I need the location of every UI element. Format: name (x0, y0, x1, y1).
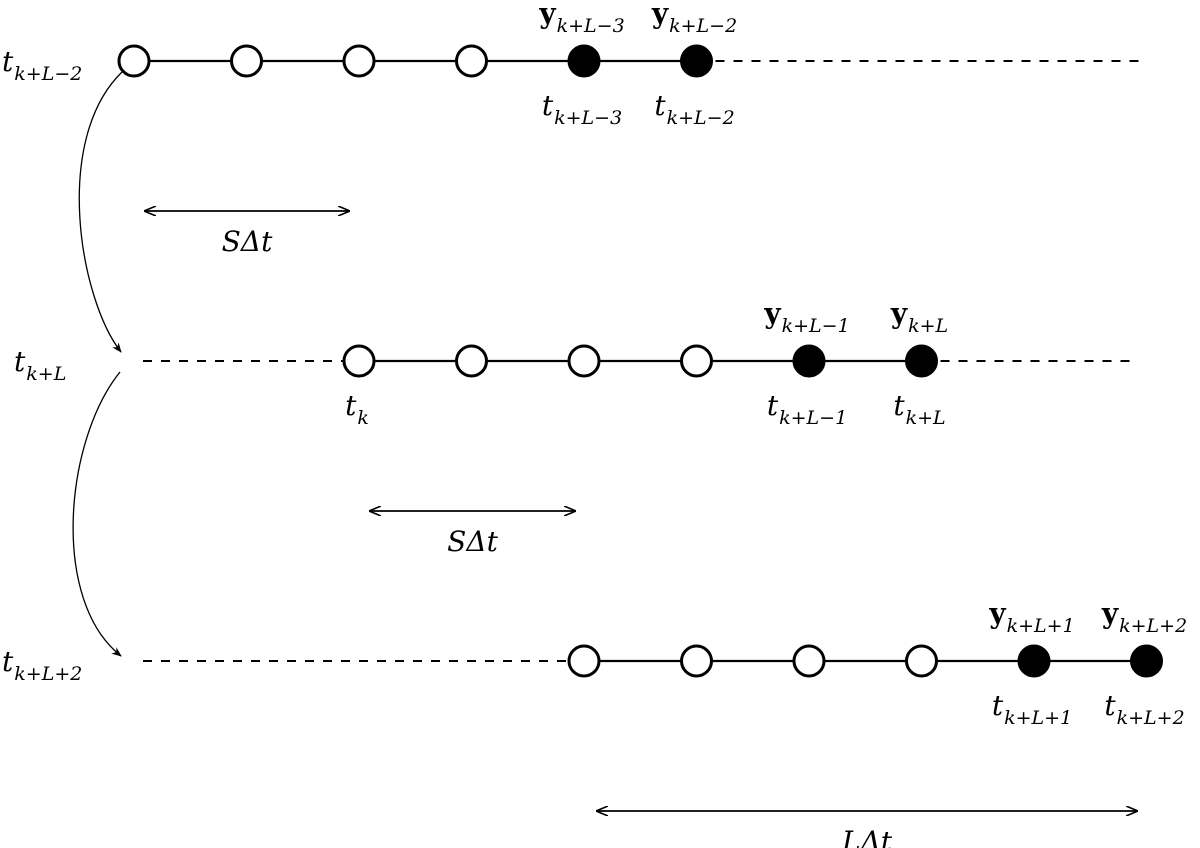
window-length-span: LΔt (597, 811, 1137, 848)
state-node (117, 44, 151, 78)
time-label-base: t (542, 89, 554, 122)
row-time-label-base: t (14, 345, 26, 378)
state-node (680, 344, 713, 378)
time-label-base: t (767, 389, 779, 422)
transition-arrow-1-to-2 (78, 71, 123, 353)
observation-label-base: y (538, 0, 556, 30)
time-label-subscript: k+L+2 (1117, 707, 1185, 729)
time-label: tk+L−2 (654, 89, 734, 129)
observation-label-subscript: k+L−1 (782, 315, 850, 337)
state-node (567, 644, 601, 678)
state-node (455, 344, 488, 378)
time-label: tk+L (893, 389, 945, 429)
observation-label-subscript: k+L−2 (669, 15, 737, 37)
row-time-label: tk+L (14, 345, 66, 385)
row-time-label-base: t (2, 45, 14, 78)
row-time-label-subscript: k+L (26, 363, 66, 385)
timeline-row-3 (143, 644, 1163, 678)
observation-label: yk+L+1 (988, 597, 1074, 637)
observed-state-node (680, 44, 713, 78)
span-label: LΔt (841, 825, 893, 848)
shift-span: SΔt (370, 511, 575, 558)
state-node (680, 644, 713, 678)
timeline-row-1 (117, 44, 1140, 78)
time-label: tk+L−3 (542, 89, 622, 129)
observed-state-node (1130, 644, 1163, 678)
observation-label-base: y (651, 0, 669, 30)
observed-state-node (567, 44, 601, 78)
observed-state-node (905, 344, 938, 378)
row-time-label-base: t (2, 645, 14, 678)
shift-span: SΔt (145, 211, 349, 258)
observation-label-base: y (890, 297, 908, 330)
observation-label: yk+L+2 (1101, 597, 1187, 637)
time-label-subscript: k+L−1 (779, 407, 847, 429)
time-label: tk+L+1 (992, 689, 1072, 729)
time-label-base: t (654, 89, 666, 122)
time-label: tk+L−1 (767, 389, 847, 429)
timeline-row-2 (143, 344, 1130, 378)
time-label-subscript: k+L−2 (667, 107, 735, 129)
time-label: tk+L+2 (1104, 689, 1184, 729)
state-node (792, 644, 826, 678)
observation-label: yk+L (890, 297, 948, 337)
state-node (455, 44, 488, 78)
row-time-label-subscript: k+L−2 (14, 63, 82, 85)
time-label-subscript: k+L+1 (1004, 707, 1072, 729)
span-label: SΔt (447, 525, 498, 558)
observation-label-subscript: k+L+2 (1119, 615, 1187, 637)
time-label-base: t (1104, 689, 1116, 722)
observation-label: yk+L−1 (763, 297, 849, 337)
observation-label-base: y (1101, 597, 1119, 630)
time-label-subscript: k+L (906, 407, 946, 429)
state-node (567, 344, 601, 378)
transition-arrow-2-to-3 (72, 371, 122, 657)
observation-label-subscript: k+L (908, 315, 948, 337)
time-label-base: t (992, 689, 1004, 722)
time-label-subscript: k (357, 407, 369, 429)
observed-state-node (1017, 644, 1051, 678)
observation-label-subscript: k+L+1 (1007, 615, 1075, 637)
state-node (905, 644, 938, 678)
observation-label: yk+L−3 (538, 0, 624, 37)
observation-label-subscript: k+L−3 (557, 15, 625, 37)
row-time-label: tk+L+2 (2, 645, 82, 685)
observation-label-base: y (988, 597, 1006, 630)
time-label-base: t (345, 389, 357, 422)
observation-label: yk+L−2 (651, 0, 737, 37)
row-time-label: tk+L−2 (2, 45, 82, 85)
observation-label-base: y (763, 297, 781, 330)
state-node (342, 344, 376, 378)
state-node (342, 44, 376, 78)
row-time-label-subscript: k+L+2 (14, 663, 82, 685)
span-label: SΔt (222, 225, 273, 258)
time-label: tk (345, 389, 369, 429)
time-label-base: t (893, 389, 905, 422)
time-label-subscript: k+L−3 (554, 107, 622, 129)
state-node (230, 44, 263, 78)
observed-state-node (792, 344, 826, 378)
